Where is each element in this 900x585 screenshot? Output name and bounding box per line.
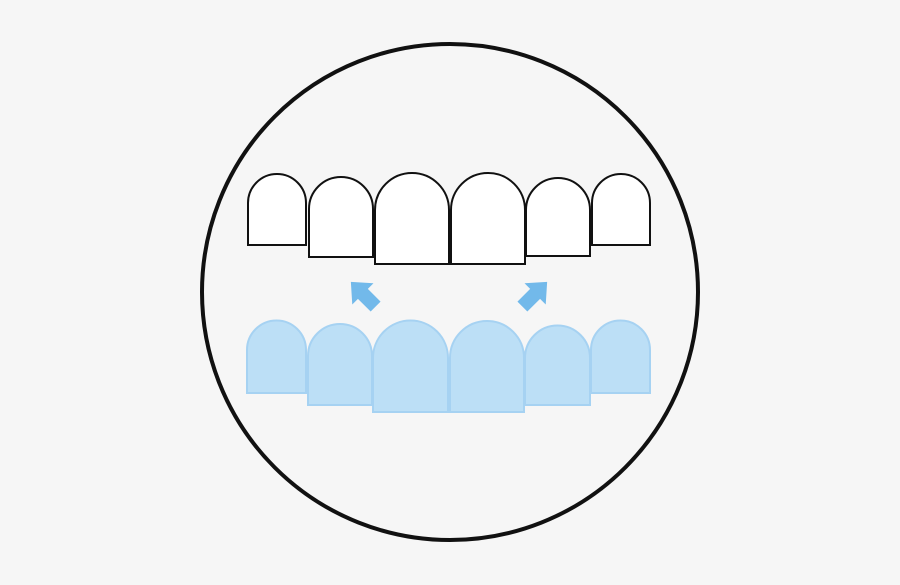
natural-teeth-row — [246, 319, 651, 413]
frame-circle — [200, 42, 700, 542]
arrow-up-icon — [517, 281, 548, 312]
tooth-icon — [449, 320, 525, 413]
veneer-icon — [450, 172, 526, 265]
veneer-icon — [591, 173, 651, 246]
tooth-icon — [524, 324, 591, 406]
tooth-icon — [372, 319, 449, 413]
tooth-icon — [246, 319, 307, 394]
veneer-icon — [308, 176, 374, 258]
tooth-icon — [590, 319, 651, 394]
tooth-icon — [307, 323, 373, 406]
veneer-icon — [374, 172, 450, 265]
veneers-row — [247, 172, 651, 265]
arrow-up-icon — [350, 281, 381, 312]
veneer-icon — [247, 173, 307, 246]
veneer-icon — [525, 177, 591, 257]
